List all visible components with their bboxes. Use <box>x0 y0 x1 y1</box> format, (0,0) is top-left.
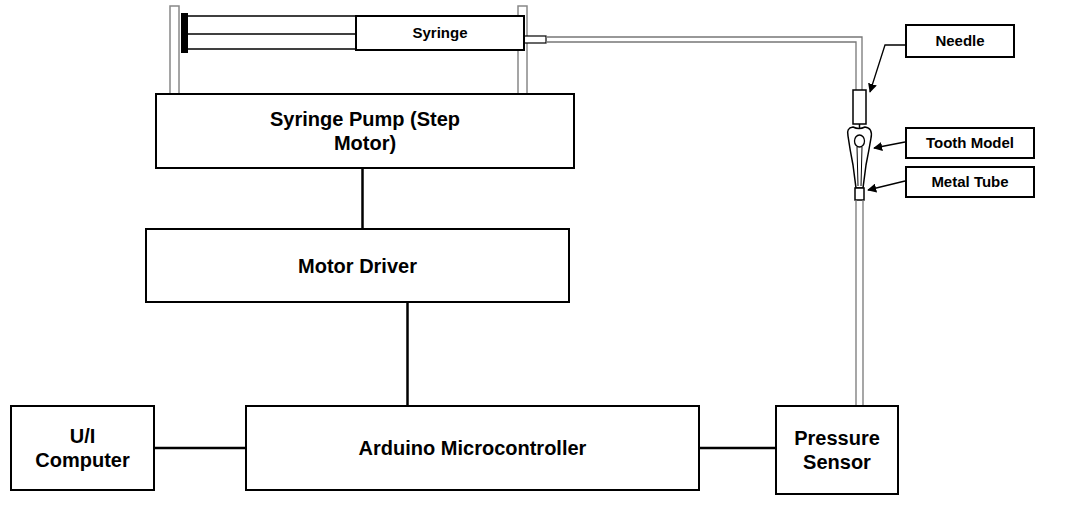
tube <box>546 42 856 90</box>
connector-line <box>155 447 245 450</box>
box-label: Arduino Microcontroller <box>359 436 587 460</box>
leader-line <box>870 45 905 92</box>
leader-line <box>868 181 905 190</box>
process-box: Arduino Microcontroller <box>245 405 700 491</box>
syringe-body: Syringe <box>355 15 525 51</box>
box-label: Needle <box>935 32 984 50</box>
box-label: U/I Computer <box>33 424 133 472</box>
pulp-chamber <box>855 135 865 147</box>
connector-line <box>361 169 364 228</box>
box-label: Motor Driver <box>298 254 417 278</box>
callout-box: Tooth Model <box>905 127 1035 159</box>
pump-box: Syringe Pump (Step Motor) <box>155 93 575 169</box>
tube <box>546 37 862 90</box>
plunger-barrel <box>186 16 356 49</box>
tooth-model <box>848 127 872 188</box>
process-box: Pressure Sensor <box>775 405 899 495</box>
syringe-nozzle <box>524 36 546 43</box>
metal-tube <box>855 188 864 200</box>
box-label: Pressure Sensor <box>787 426 887 474</box>
process-box: Motor Driver <box>145 228 570 303</box>
box-label: Metal Tube <box>931 173 1008 191</box>
box-label: Tooth Model <box>926 134 1014 152</box>
root-canal <box>857 147 862 186</box>
plunger-rod <box>188 33 355 35</box>
leader-line <box>874 142 905 148</box>
callout-box: Metal Tube <box>905 166 1035 198</box>
box-label: Syringe Pump (Step Motor) <box>250 107 480 155</box>
needle <box>853 90 866 124</box>
plunger-head <box>181 13 188 53</box>
pump-post <box>170 6 179 94</box>
tube <box>855 200 856 405</box>
connector-line <box>700 447 775 450</box>
process-box: U/I Computer <box>10 405 155 491</box>
connector-line <box>406 303 409 405</box>
callout-box: Needle <box>905 24 1015 58</box>
tube <box>862 200 863 405</box>
box-label: Syringe <box>412 24 467 42</box>
